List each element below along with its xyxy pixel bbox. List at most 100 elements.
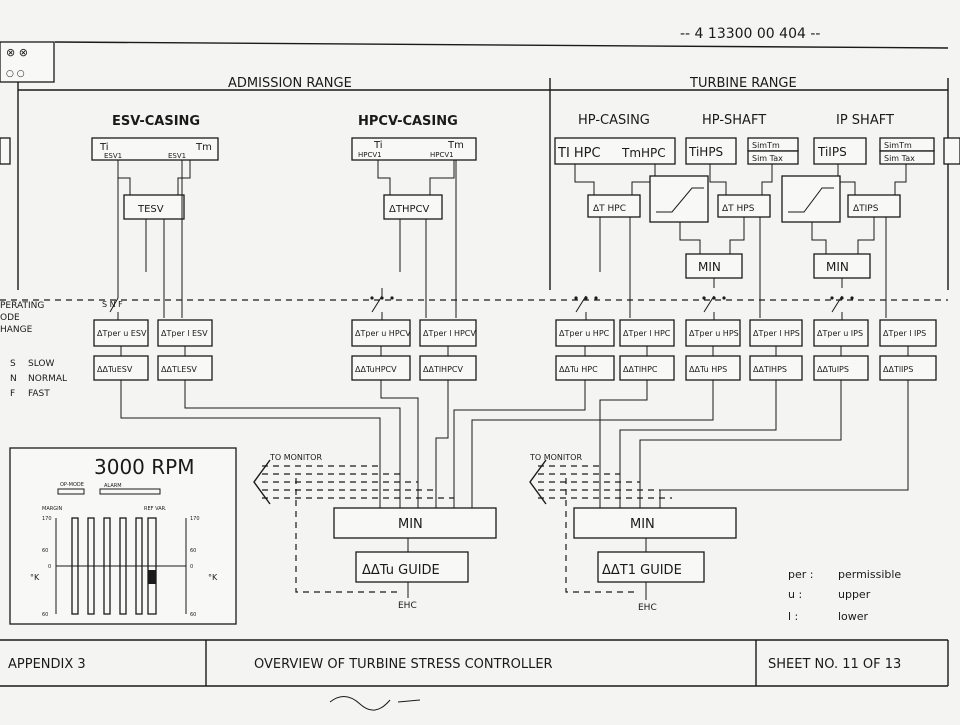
- svg-text:MIN: MIN: [398, 517, 423, 532]
- svg-text:TmHPC: TmHPC: [621, 146, 666, 160]
- min-block-lower: MIN: [573, 507, 737, 539]
- svg-text:60: 60: [190, 548, 196, 554]
- delta-block: ΔΔTuESV: [93, 355, 149, 381]
- ehc-label-right: EHC: [638, 603, 657, 613]
- svg-text:N: N: [10, 374, 17, 384]
- appendix-label: APPENDIX 3: [8, 657, 86, 672]
- delta-block: ΔΔTuHPCV: [351, 355, 411, 381]
- svg-text:TI HPC: TI HPC: [557, 146, 601, 161]
- abbreviation-legend: per : permissible u : upper l : lower: [788, 568, 901, 623]
- svg-text:ALARM: ALARM: [104, 483, 122, 489]
- characteristic-curve-ips: [781, 175, 841, 223]
- svg-text:ΔΔTu HPS: ΔΔTu HPS: [689, 365, 727, 374]
- sensor-hpc: TI HPC TmHPC: [554, 137, 676, 165]
- svg-text:60: 60: [190, 612, 196, 618]
- mode-switch-esv[interactable]: S N F: [102, 290, 123, 320]
- svg-text:ΔΔTlIPS: ΔΔTlIPS: [883, 365, 913, 374]
- delta-block: ΔΔTlHPC: [619, 355, 675, 381]
- to-monitor-left: TO MONITOR: [253, 453, 454, 505]
- svg-text:Sim Tax: Sim Tax: [884, 154, 915, 163]
- svg-text:PERATING: PERATING: [0, 301, 44, 311]
- sheet-number: SHEET NO. 11 OF 13: [768, 657, 901, 672]
- svg-text:0: 0: [48, 564, 51, 570]
- svg-text:ΔTper u HPS: ΔTper u HPS: [689, 329, 739, 338]
- sensor-hpcv: Ti HPCV1 Tm HPCV1: [351, 137, 477, 161]
- delta-block: ΔΔTu HPC: [555, 355, 615, 381]
- svg-text:HPCV1: HPCV1: [358, 151, 382, 159]
- delta-block: ΔΔTlIPS: [879, 355, 937, 381]
- compute-ips: ΔTIPS: [847, 194, 901, 218]
- svg-text:60: 60: [42, 548, 48, 554]
- perm-block: ΔTper l HPC: [619, 319, 675, 347]
- top-left-indicator: [0, 41, 55, 83]
- svg-text:S N F: S N F: [102, 300, 123, 309]
- guide-lower: ΔΔT1 GUIDE: [597, 551, 705, 583]
- svg-text:MIN: MIN: [630, 517, 655, 532]
- mode-switch-hpc[interactable]: [574, 295, 598, 320]
- compute-hps: ΔT HPS: [717, 194, 771, 218]
- mode-legend: S SLOW N NORMAL F FAST: [10, 359, 67, 399]
- svg-text:ΔT HPS: ΔT HPS: [722, 204, 755, 214]
- svg-text:ΔΔTlHPS: ΔΔTlHPS: [753, 365, 787, 374]
- perm-block: ΔTper l HPS: [749, 319, 803, 347]
- svg-text:TO MONITOR: TO MONITOR: [269, 453, 322, 462]
- section-ips: IP SHAFT: [836, 113, 894, 128]
- svg-text:ΔΔTu HPC: ΔΔTu HPC: [559, 365, 598, 374]
- perm-block: ΔTper l HPCV: [419, 319, 477, 347]
- min-block-upper: MIN: [333, 507, 497, 539]
- svg-text:NORMAL: NORMAL: [28, 374, 67, 384]
- characteristic-curve-hps: [649, 175, 709, 223]
- svg-text:FAST: FAST: [28, 389, 50, 399]
- svg-text:ΔΔT1 GUIDE: ΔΔT1 GUIDE: [602, 563, 682, 578]
- svg-text:TiIPS: TiIPS: [817, 145, 847, 159]
- svg-text:S: S: [10, 359, 16, 369]
- svg-text:60: 60: [42, 612, 48, 618]
- signature-mark: [329, 696, 421, 711]
- svg-text:l :: l :: [788, 610, 798, 623]
- compute-hpc: ΔT HPC: [587, 194, 641, 218]
- svg-text:ΔΔTlHPCV: ΔΔTlHPCV: [423, 365, 463, 374]
- perm-block: ΔTper l IPS: [879, 319, 937, 347]
- svg-text:ΔΔTLESV: ΔΔTLESV: [161, 365, 197, 374]
- svg-text:ESV1: ESV1: [168, 152, 186, 160]
- perm-block: ΔTper u ESV: [93, 319, 149, 347]
- indicator-symbols: ⊗ ⊗: [6, 46, 28, 59]
- svg-text:upper: upper: [838, 588, 871, 601]
- drawing-title: OVERVIEW OF TURBINE STRESS CONTROLLER: [254, 657, 553, 672]
- admission-range-label: ADMISSION RANGE: [228, 76, 352, 91]
- delta-block: ΔΔTlHPCV: [419, 355, 477, 381]
- section-hpcv: HPCV-CASING: [358, 114, 458, 129]
- compute-esv: TESV: [123, 194, 185, 220]
- sensor-esv: Ti ESV1 Tm ESV1: [91, 137, 219, 161]
- svg-text:ΔΔTuIPS: ΔΔTuIPS: [817, 365, 849, 374]
- svg-text:ΔTper u IPS: ΔTper u IPS: [817, 329, 863, 338]
- svg-text:Ti: Ti: [373, 140, 383, 151]
- mode-switch-ips[interactable]: [830, 295, 854, 320]
- perm-block: ΔTper u HPS: [685, 319, 741, 347]
- ehc-label-left: EHC: [398, 601, 417, 611]
- svg-text:ΔΔTuESV: ΔΔTuESV: [97, 365, 133, 374]
- svg-text:HPCV1: HPCV1: [430, 151, 454, 159]
- to-monitor-right: TO MONITOR: [529, 453, 672, 505]
- title-block: APPENDIX 3 OVERVIEW OF TURBINE STRESS CO…: [0, 639, 949, 687]
- perm-block: ΔTper u HPCV: [351, 319, 411, 347]
- turbine-range-label: TURBINE RANGE: [689, 76, 797, 91]
- svg-text:○ ○: ○ ○: [6, 69, 25, 79]
- mode-switch-hpcv[interactable]: [370, 288, 394, 320]
- svg-text:permissible: permissible: [838, 568, 901, 581]
- svg-text:SimTm: SimTm: [884, 141, 912, 150]
- svg-text:ΔTper l HPS: ΔTper l HPS: [753, 329, 800, 338]
- svg-text:Tm: Tm: [447, 140, 464, 151]
- drawing-number: -- 4 13300 00 404 --: [680, 26, 820, 42]
- mode-switch-hps[interactable]: [702, 295, 726, 320]
- svg-text:ΔTper u ESV: ΔTper u ESV: [97, 329, 147, 338]
- svg-text:ΔTper l ESV: ΔTper l ESV: [161, 329, 208, 338]
- svg-text:SLOW: SLOW: [28, 359, 54, 369]
- svg-text:lower: lower: [838, 610, 869, 623]
- section-esv: ESV-CASING: [112, 114, 200, 129]
- svg-text:170: 170: [190, 516, 200, 522]
- svg-text:F: F: [10, 389, 15, 399]
- svg-text:ODE: ODE: [0, 313, 20, 323]
- svg-text:ΔTper l HPC: ΔTper l HPC: [623, 329, 671, 338]
